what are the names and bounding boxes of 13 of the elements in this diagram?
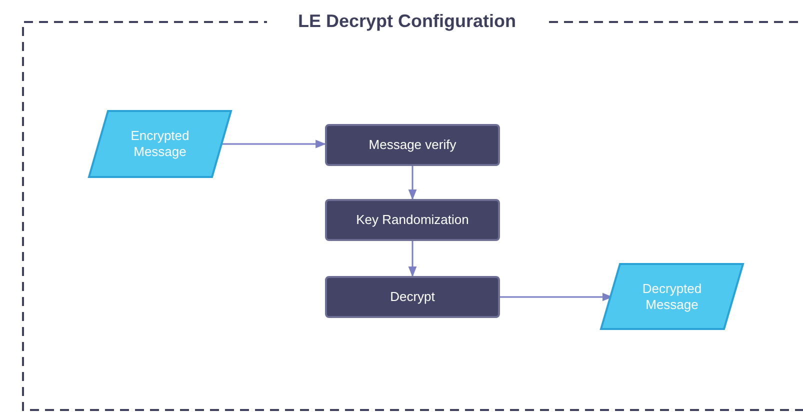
node-label: Decrypt	[390, 289, 435, 305]
node-label: Decrypted Message	[641, 280, 703, 312]
arrow	[408, 241, 417, 278]
process-box	[325, 276, 500, 318]
node-label: Key Randomization	[356, 212, 469, 228]
process-box	[325, 199, 500, 241]
arrow	[222, 140, 326, 148]
node-label: Encrypted Message	[130, 128, 190, 160]
data-parallelogram	[88, 110, 232, 178]
process-box	[325, 124, 500, 166]
arrow	[408, 166, 417, 200]
node-label: Message verify	[368, 137, 456, 153]
data-parallelogram	[600, 263, 744, 330]
